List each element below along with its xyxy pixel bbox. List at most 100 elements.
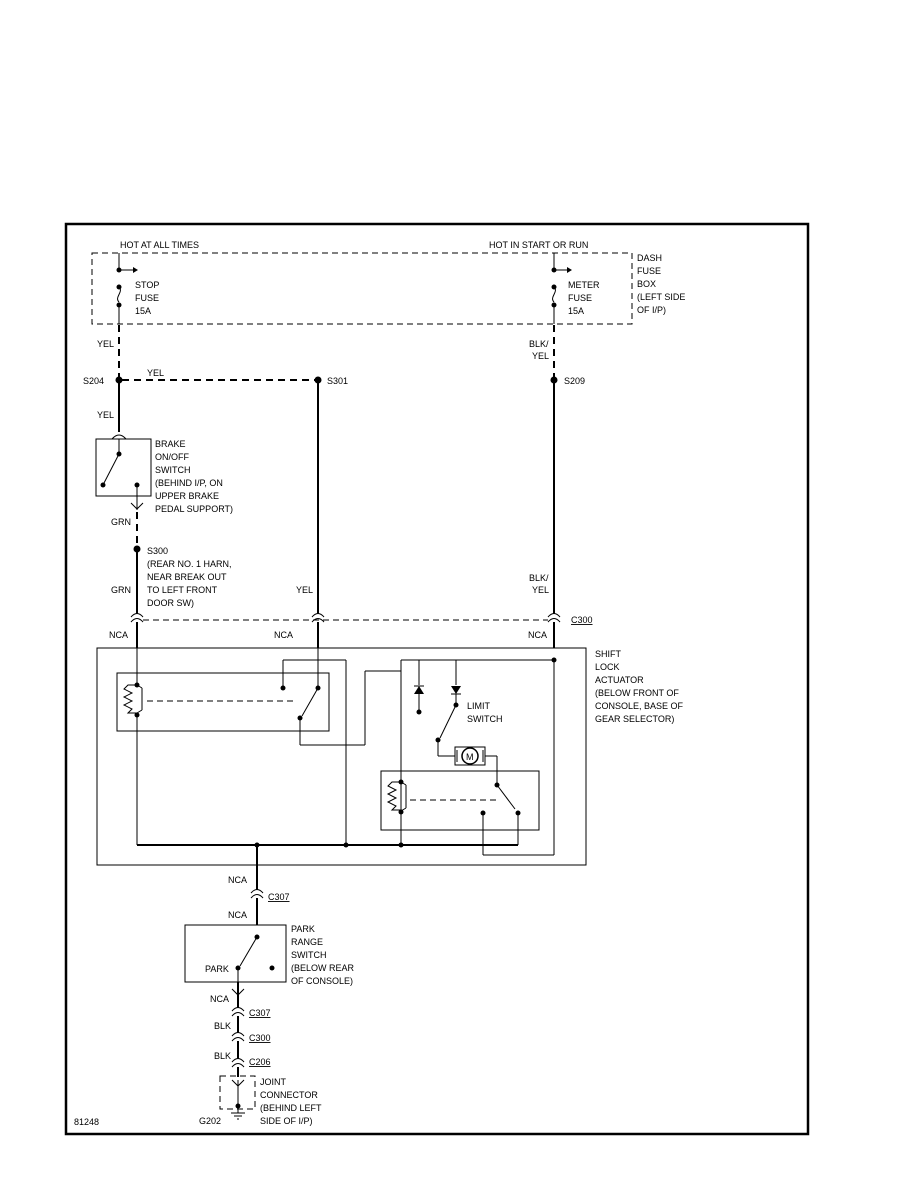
wire-label-blk: BLK [214,1021,231,1031]
wire-label-blk-yel: BLK/ YEL [529,339,549,361]
wire-label-grn: GRN [111,585,131,595]
svg-text:PARK: PARK [205,964,229,974]
svg-text:BRAKE: BRAKE [155,439,186,449]
wire-label-yel: YEL [296,585,313,595]
svg-text:NEAR BREAK OUT: NEAR BREAK OUT [147,572,227,582]
svg-text:BOX: BOX [637,279,656,289]
diagram-frame [64,222,810,1136]
wire-label-nca: NCA [274,630,293,640]
svg-text:JOINT: JOINT [260,1077,287,1087]
splice-s300-dot [133,545,141,553]
svg-text:S300: S300 [147,546,168,556]
joint-connector-label: JOINT CONNECTOR (BEHIND LEFT SIDE OF I/P… [260,1077,322,1126]
shift-lock-actuator-box [96,647,587,866]
svg-text:FUSE: FUSE [135,293,159,303]
wire-label-grn: GRN [111,517,131,527]
wire-label-blk-yel: BLK/ YEL [529,573,549,595]
svg-text:UPPER BRAKE: UPPER BRAKE [155,491,219,501]
svg-text:BLK/: BLK/ [529,339,549,349]
park-range-switch: PARK [184,924,287,983]
connector-c206 [231,1058,245,1068]
svg-text:METER: METER [568,280,600,290]
splice-s301-dot [314,376,322,384]
svg-text:LOCK: LOCK [595,662,620,672]
connector-c206-label: C206 [249,1057,271,1067]
wire-label-blk: BLK [214,1051,231,1061]
park-range-switch-label: PARK RANGE SWITCH (BELOW REAR OF CONSOLE… [291,924,355,986]
svg-text:(BELOW REAR: (BELOW REAR [291,963,355,973]
wire-label-nca: NCA [228,910,247,920]
limit-switch-label: LIMIT SWITCH [467,701,503,724]
stop-fuse [116,253,138,324]
wire-label-yel: YEL [97,410,114,420]
svg-text:TO LEFT FRONT: TO LEFT FRONT [147,585,218,595]
svg-text:(BEHIND I/P, ON: (BEHIND I/P, ON [155,478,223,488]
hot-at-all-times-label: HOT AT ALL TIMES [120,240,199,250]
svg-text:(BEHIND LEFT: (BEHIND LEFT [260,1103,322,1113]
connector-c300-label: C300 [571,615,593,625]
svg-text:LIMIT: LIMIT [467,701,491,711]
svg-text:SWITCH: SWITCH [291,950,327,960]
shift-lock-relay-right [380,660,555,856]
wire-label-nca: NCA [228,875,247,885]
svg-text:DASH: DASH [637,253,662,263]
svg-text:SWITCH: SWITCH [467,714,503,724]
svg-text:PARK: PARK [291,924,315,934]
svg-text:(BELOW FRONT OF: (BELOW FRONT OF [595,688,679,698]
connector-c307-label: C307 [268,892,290,902]
svg-text:BLK/: BLK/ [529,573,549,583]
svg-text:15A: 15A [135,306,151,316]
hot-in-start-or-run-label: HOT IN START OR RUN [489,240,588,250]
svg-text:RANGE: RANGE [291,937,323,947]
svg-text:(LEFT SIDE: (LEFT SIDE [637,292,685,302]
svg-text:FUSE: FUSE [637,266,661,276]
svg-text:M: M [466,752,474,762]
svg-text:YEL: YEL [532,585,549,595]
splice-s209-label: S209 [564,376,585,386]
svg-text:CONNECTOR: CONNECTOR [260,1090,318,1100]
svg-text:STOP: STOP [135,280,159,290]
svg-text:YEL: YEL [532,351,549,361]
wire-label-yel: YEL [97,339,114,349]
connector-c307-label: C307 [249,1008,271,1018]
splice-s209-dot [550,376,558,384]
svg-text:15A: 15A [568,306,584,316]
svg-text:SWITCH: SWITCH [155,465,191,475]
wire-label-nca: NCA [528,630,547,640]
splice-s204-dot [115,376,123,384]
svg-text:ON/OFF: ON/OFF [155,452,189,462]
connector-c300-lower [231,1032,245,1042]
dash-fuse-box-outline [91,252,633,325]
figure-id: 81248 [74,1117,99,1127]
joint-connector [219,1075,256,1110]
splice-s204-label: S204 [83,376,104,386]
svg-text:ACTUATOR: ACTUATOR [595,675,644,685]
ground-g202-label: G202 [199,1116,221,1126]
limit-switch-circuit [400,657,557,845]
splice-s301-label: S301 [327,376,348,386]
meter-fuse [551,253,572,324]
meter-fuse-label: METER FUSE 15A [568,280,600,316]
motor-icon: M [454,746,498,783]
svg-text:OF I/P): OF I/P) [637,305,666,315]
connector-c307-lower [231,1007,245,1017]
connector-c307-upper [250,889,264,899]
svg-text:GEAR SELECTOR): GEAR SELECTOR) [595,714,674,724]
svg-text:FUSE: FUSE [568,293,592,303]
stop-fuse-label: STOP FUSE 15A [135,280,159,316]
brake-switch-label: BRAKE ON/OFF SWITCH (BEHIND I/P, ON UPPE… [155,439,233,514]
brake-switch [95,438,152,497]
wire-label-nca: NCA [109,630,128,640]
svg-text:SIDE OF I/P): SIDE OF I/P) [260,1116,313,1126]
svg-text:PEDAL SUPPORT): PEDAL SUPPORT) [155,504,233,514]
ground-icon [231,1106,245,1120]
shift-lock-relay-left [116,648,401,845]
svg-text:CONSOLE, BASE OF: CONSOLE, BASE OF [595,701,684,711]
svg-text:SHIFT: SHIFT [595,649,622,659]
connector-c300-label: C300 [249,1033,271,1043]
splice-s300-label: S300 (REAR NO. 1 HARN, NEAR BREAK OUT TO… [147,546,232,608]
svg-text:OF CONSOLE): OF CONSOLE) [291,976,353,986]
svg-text:DOOR SW): DOOR SW) [147,598,194,608]
dash-fuse-box-label: DASH FUSE BOX (LEFT SIDE OF I/P) [637,253,685,315]
wire-label-nca: NCA [210,994,229,1004]
